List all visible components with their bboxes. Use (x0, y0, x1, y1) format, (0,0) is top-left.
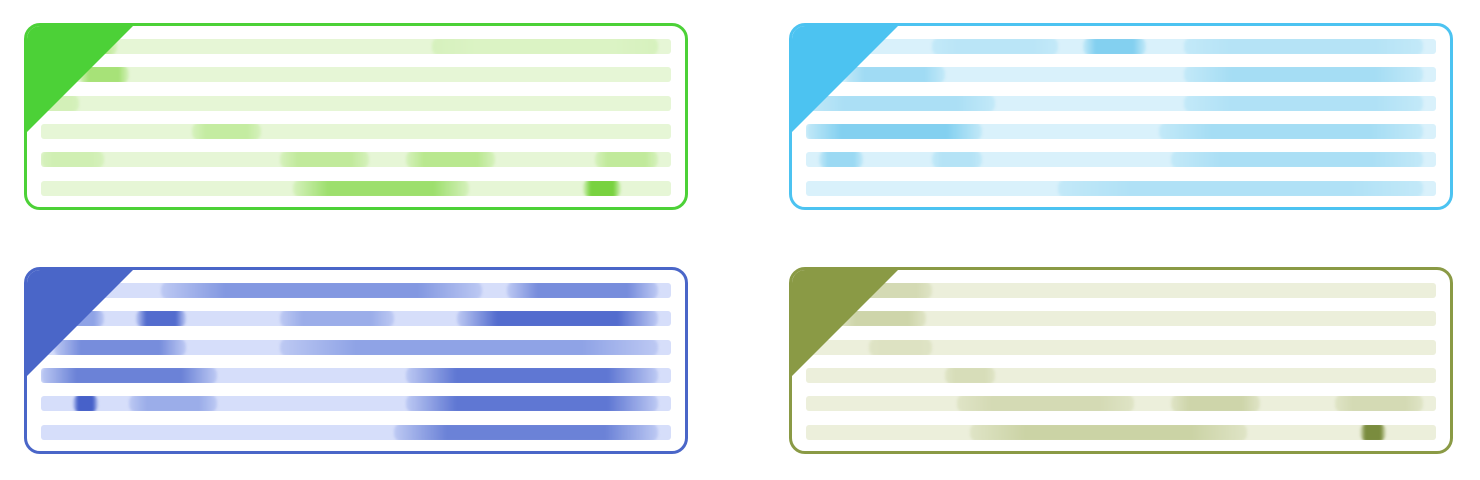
light-blue-card (789, 23, 1453, 210)
watercolor-blot (280, 311, 394, 327)
stripe (41, 283, 671, 298)
watercolor-blot (1171, 396, 1260, 412)
green-card (24, 23, 688, 210)
corner-triangle (27, 270, 136, 379)
watercolor-blot (1058, 180, 1424, 196)
blue-card (24, 267, 688, 454)
watercolor-blot (456, 311, 659, 327)
watercolor-blot (135, 311, 186, 327)
watercolor-blot (1184, 95, 1424, 111)
watercolor-blot (1158, 123, 1424, 139)
stripe (41, 367, 671, 383)
stripe (41, 339, 671, 355)
stripe (41, 396, 671, 412)
watercolor-blot (932, 152, 983, 168)
watercolor-blot (406, 396, 659, 412)
stripe (806, 180, 1436, 196)
corner-triangle (792, 270, 901, 379)
watercolor-blot (1184, 39, 1424, 54)
watercolor-blot (818, 152, 863, 168)
stripe (41, 180, 671, 196)
watercolor-blot (72, 396, 98, 412)
watercolor-blot (192, 123, 262, 139)
watercolor-stripes (41, 283, 671, 440)
watercolor-blot (1083, 39, 1147, 54)
watercolor-blot (969, 424, 1247, 440)
watercolor-blot (507, 283, 659, 298)
watercolor-stripes (806, 283, 1436, 440)
watercolor-blot (393, 424, 659, 440)
watercolor-blot (1171, 152, 1424, 168)
stripe (806, 396, 1436, 412)
watercolor-blot (1184, 67, 1424, 83)
watercolor-blot (1360, 424, 1386, 440)
watercolor-blot (406, 152, 495, 168)
watercolor-blot (280, 339, 659, 355)
watercolor-blot (41, 152, 104, 168)
watercolor-blot (431, 39, 659, 54)
watercolor-blot (1335, 396, 1424, 412)
watercolor-blot (932, 39, 1058, 54)
olive-card (789, 267, 1453, 454)
watercolor-blot (280, 152, 369, 168)
stripe (806, 367, 1436, 383)
watercolor-blot (160, 283, 482, 298)
stripe (806, 152, 1436, 168)
watercolor-blot (957, 396, 1134, 412)
watercolor-blot (293, 180, 470, 196)
stripe (806, 424, 1436, 440)
watercolor-blot (595, 152, 659, 168)
stripe (806, 39, 1436, 54)
watercolor-blot (129, 396, 218, 412)
corner-triangle (27, 26, 136, 135)
corner-triangle (792, 26, 901, 135)
watercolor-blot (944, 367, 995, 383)
watercolor-blot (406, 367, 659, 383)
watercolor-blot (582, 180, 621, 196)
stripe (41, 123, 671, 139)
stripe (41, 152, 671, 168)
stripe (41, 424, 671, 440)
